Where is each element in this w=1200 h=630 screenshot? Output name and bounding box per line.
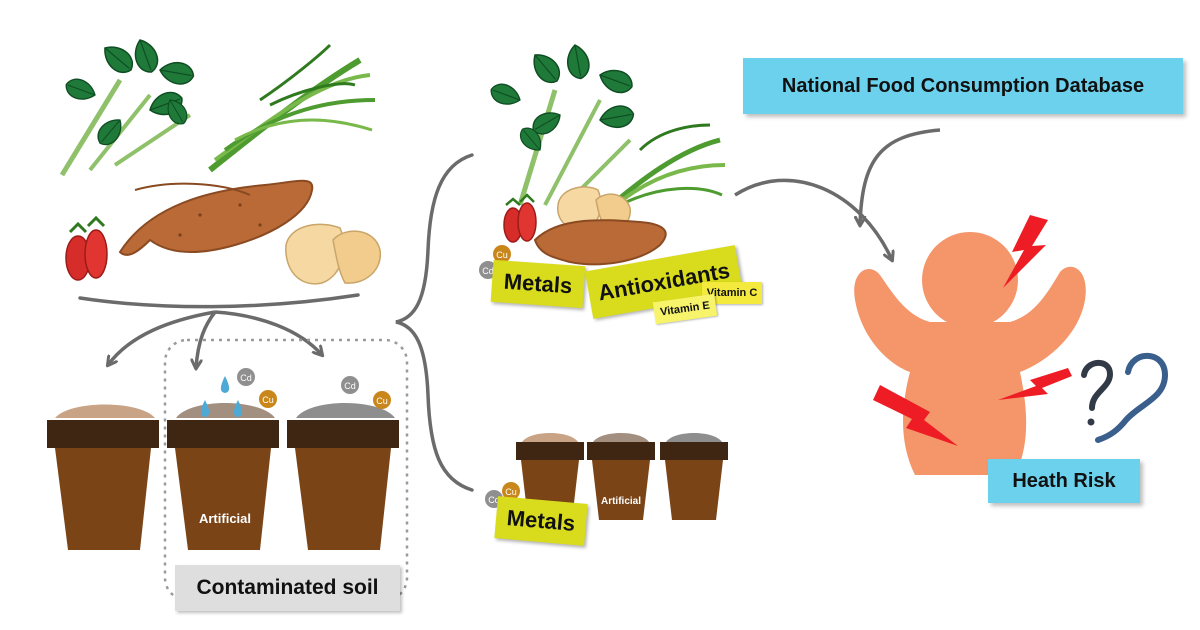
leafy-greens-icon (59, 35, 197, 177)
database-label: National Food Consumption Database (743, 58, 1183, 114)
cd-element-badge: Cd (341, 376, 359, 394)
person-icon (854, 232, 1086, 475)
artificial-label-small: Artificial (601, 496, 641, 507)
water-drop-icon (200, 376, 243, 417)
tomato-icon (503, 193, 537, 243)
flower-pot-icon (287, 403, 399, 550)
contaminated-soil-label: Contaminated soil (175, 565, 400, 611)
metals-tag-top: Metals (490, 259, 586, 309)
svg-text:Cu: Cu (505, 487, 517, 497)
metals-tag-bottom: Metals (494, 496, 588, 546)
bracket-line (78, 293, 360, 309)
svg-text:Cd: Cd (482, 266, 494, 276)
arrow-database-to-person (860, 128, 941, 225)
svg-text:Cd: Cd (488, 495, 500, 505)
tomato-icon (65, 215, 108, 281)
svg-text:Cd: Cd (240, 373, 252, 383)
contaminated-group-outline (163, 338, 409, 602)
leafy-greens-icon (487, 42, 637, 212)
svg-text:Cu: Cu (496, 250, 508, 260)
svg-text:Cd: Cd (344, 381, 356, 391)
arrow-to-person (734, 178, 892, 260)
flower-pot-icon (167, 403, 279, 550)
question-mark-icon (1081, 352, 1169, 443)
flower-pot-icon (587, 433, 655, 520)
cu-element-badge: Cu (373, 391, 391, 409)
vitamin-c-tag: Vitamin C (702, 282, 762, 304)
arrow-to-pot-1 (108, 310, 216, 365)
health-risk-label: Heath Risk (988, 459, 1140, 503)
svg-text:Cu: Cu (376, 396, 388, 406)
potato-icon (285, 223, 381, 285)
flower-pot-icon (660, 433, 728, 520)
brace-line (395, 153, 474, 492)
cu-element-badge: Cu (502, 482, 520, 500)
cd-element-badge: Cd (237, 368, 255, 386)
arrow-to-pot-2 (196, 310, 217, 368)
sweet-potato-icon (118, 179, 314, 256)
lightning-icon (873, 215, 1072, 446)
cu-element-badge: Cu (493, 245, 511, 263)
arrow-to-pot-3 (214, 310, 322, 355)
sweet-potato-icon (533, 219, 667, 266)
svg-text:Cu: Cu (262, 395, 274, 405)
artificial-label: Artificial (199, 511, 251, 526)
leafy-greens-icon (208, 43, 376, 173)
flower-pot-icon (47, 404, 159, 550)
cu-element-badge: Cu (259, 390, 277, 408)
